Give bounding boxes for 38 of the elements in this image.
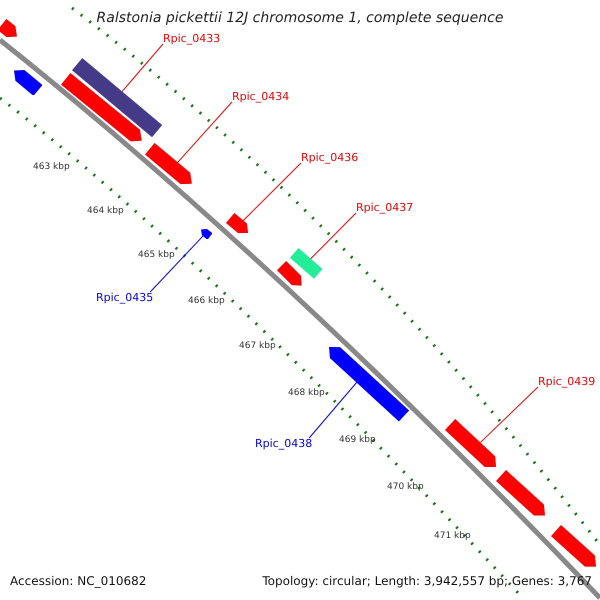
leader-line: [308, 382, 358, 438]
gene-band: [290, 248, 322, 279]
gene-label: Rpic_0436: [301, 152, 358, 163]
gene-label: Rpic_0438: [255, 438, 312, 449]
gene-feature: [329, 347, 410, 422]
gene-feature: [61, 73, 142, 142]
gene-feature: [550, 525, 596, 568]
gene-label: Rpic_0437: [356, 202, 414, 213]
leader-line: [122, 44, 164, 92]
gene-feature: [496, 470, 545, 516]
leader-line: [242, 162, 302, 222]
tick-label: 471 kbp: [434, 532, 471, 541]
tick-label: 467 kbp: [239, 342, 276, 351]
leader-line: [177, 102, 232, 163]
gene-feature: [201, 228, 212, 240]
tick-label: 465 kbp: [138, 251, 175, 260]
gene-label: Rpic_0433: [163, 33, 220, 44]
leader-line: [310, 212, 356, 260]
gene-feature: [14, 70, 42, 96]
gene-label: Rpic_0434: [232, 91, 290, 102]
gene-feature: [444, 418, 496, 467]
gene-band: [72, 58, 162, 138]
footer-text: Topology: circular; Length: 3,942,557 bp; Genes: 3,767: [262, 575, 592, 587]
gene-label: Rpic_0439: [538, 376, 596, 387]
tick-label: 469 kbp: [339, 436, 376, 445]
gene-feature: [226, 213, 248, 234]
gene-feature: [0, 18, 17, 37]
tick-label: 464 kbp: [87, 207, 124, 216]
leader-line: [150, 235, 204, 292]
map-title: Ralstonia pickettii 12J chromosome 1, complete sequence: [96, 11, 504, 25]
gene-feature: [145, 143, 192, 184]
gene-feature: [277, 261, 302, 286]
tick-label: 466 kbp: [188, 297, 225, 306]
tick-label: 463 kbp: [33, 163, 70, 172]
gene-label: Rpic_0435: [96, 292, 154, 303]
footer-text: Accession: NC_010682: [10, 575, 146, 587]
leader-line: [480, 386, 538, 443]
tick-label: 470 kbp: [387, 483, 424, 492]
